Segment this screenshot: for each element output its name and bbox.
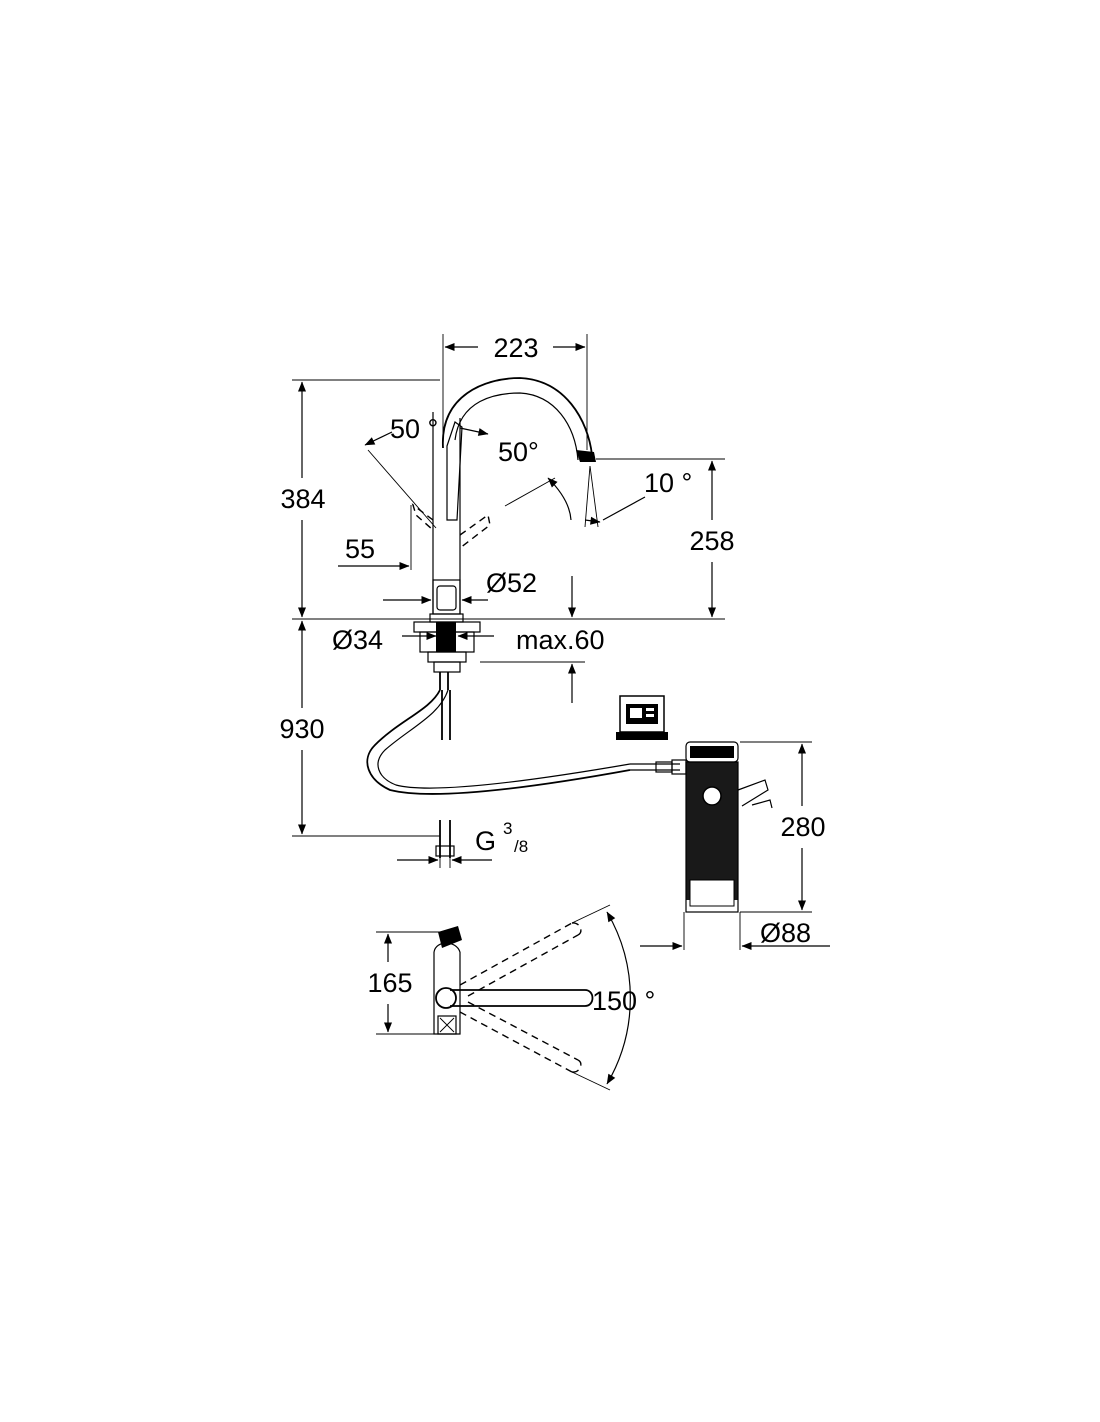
dim-258: 258 xyxy=(689,526,734,556)
angle-50-right: 50° xyxy=(498,437,539,467)
thread-g: G xyxy=(475,826,496,856)
electronic-display-icon xyxy=(616,695,668,740)
dim-max-60: max.60 xyxy=(516,625,605,655)
filter-unit xyxy=(655,741,773,913)
dim-dia-88: Ø88 xyxy=(760,918,811,948)
dim-223: 223 xyxy=(493,333,538,363)
dimension-labels: 223 384 50 ° 50° 10 ° 258 55 Ø52 Ø34 max… xyxy=(279,333,825,1016)
thread-denominator: /8 xyxy=(514,837,528,856)
dim-280: 280 xyxy=(780,812,825,842)
angle-10: 10 ° xyxy=(644,468,692,498)
dim-dia-34: Ø34 xyxy=(332,625,383,655)
faucet-top-view xyxy=(433,904,631,1091)
angle-50-left: 50 ° xyxy=(390,414,438,444)
dimension-lines xyxy=(292,334,830,1035)
faucet-side-view xyxy=(366,377,680,858)
thread-numerator: 3 xyxy=(503,819,512,838)
angle-150: 150 ° xyxy=(592,986,655,1016)
dim-930: 930 xyxy=(279,714,324,744)
dim-384: 384 xyxy=(280,484,325,514)
dim-55: 55 xyxy=(345,534,375,564)
dim-165: 165 xyxy=(367,968,412,998)
dim-dia-52: Ø52 xyxy=(486,568,537,598)
